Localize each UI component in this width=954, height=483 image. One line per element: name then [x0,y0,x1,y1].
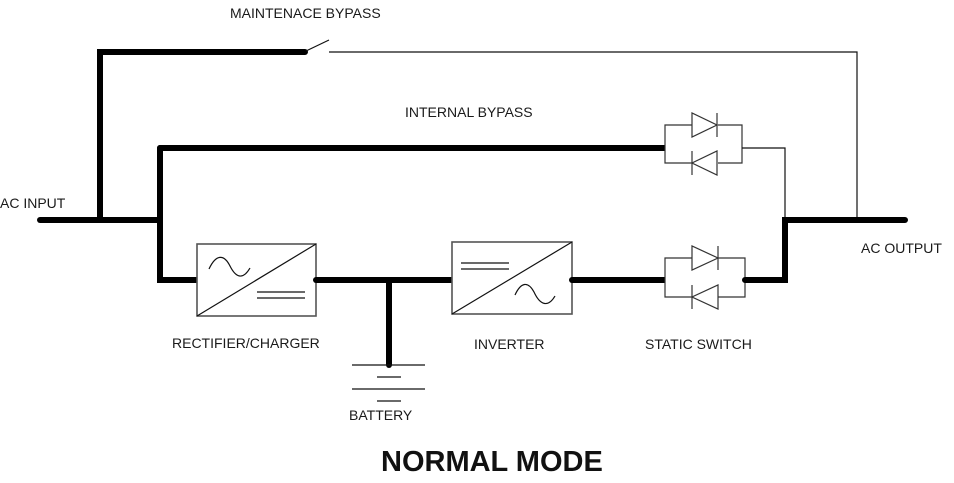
ac-input-label: AC INPUT [0,195,66,211]
internal-bypass-output-wire [742,147,786,220]
internal-bypass-scr [664,112,743,176]
inverter-block [451,241,573,315]
battery-label: BATTERY [349,407,413,423]
ac-sine-icon [514,283,556,305]
rectifier-charger-label: RECTIFIER/CHARGER [172,335,320,351]
maintenance-bypass-switch [305,39,330,52]
rectifier-charger-block [196,243,317,317]
internal-bypass-label: INTERNAL BYPASS [405,104,533,120]
inverter-label: INVERTER [474,336,545,352]
input-bus-wire [157,145,201,283]
mode-title: NORMAL MODE [381,446,603,478]
ac-output-label: AC OUTPUT [861,240,942,256]
static-switch-label: STATIC SWITCH [645,336,752,352]
ac-sine-icon [208,256,251,277]
maintenance-bypass-wire [97,49,308,223]
static-switch-scr [664,245,746,310]
battery-symbol [352,364,425,402]
maintenance-bypass-label: MAINTENACE BYPASS [230,5,381,21]
maintenance-bypass-return-wire [329,51,858,220]
ac-output-wire [742,217,908,283]
